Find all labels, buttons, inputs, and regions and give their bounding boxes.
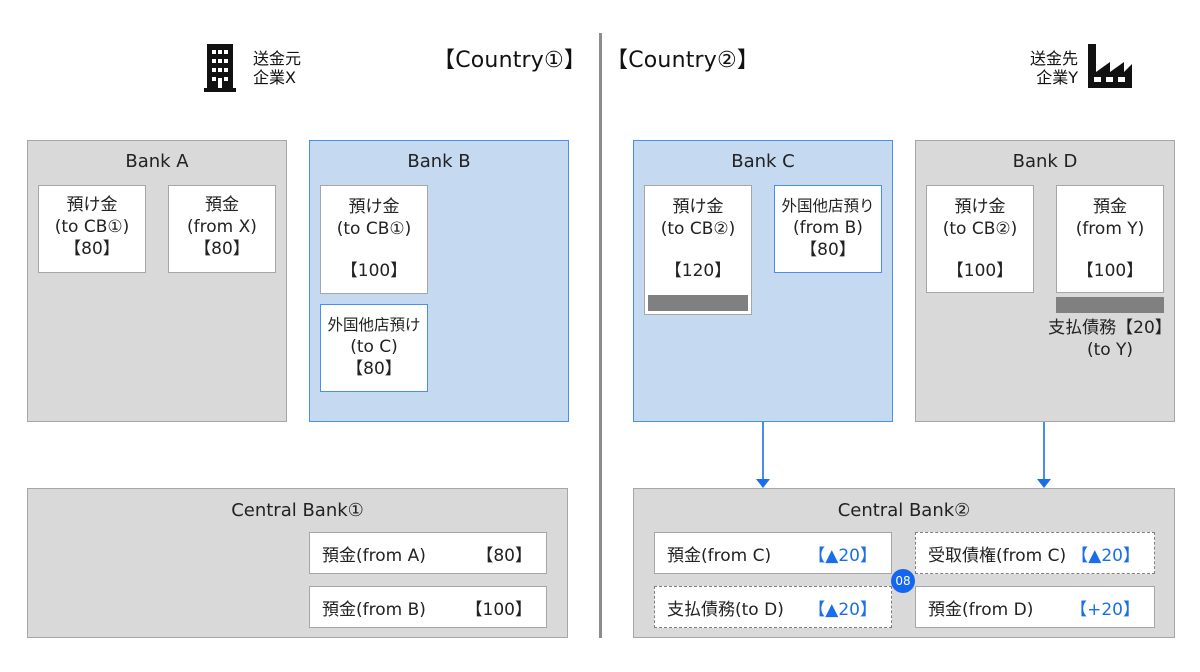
account-counterparty: (to CB②) (942, 219, 1018, 239)
cb2-row-payable-d: 支払債務(to D) 【▲20】 (654, 586, 892, 628)
account-counterparty: (to CB①) (336, 219, 412, 239)
bank-a-title: Bank A (125, 151, 189, 172)
central-bank-1-title: Central Bank① (231, 500, 364, 521)
bank-d-account-deposit-y: 預金 (from Y) 【100】 (1056, 185, 1164, 293)
receiver-name: 企業Y (1036, 68, 1078, 87)
account-amount: 【80】 (64, 239, 120, 259)
row-label: 預金(from B) (322, 599, 426, 620)
bank-c: Bank C 預け金 (to CB②) 【120】 外国他店預り (from B… (633, 140, 893, 422)
reduction-bar (648, 295, 748, 311)
bank-d-account-due-cb2: 預け金 (to CB②) 【100】 (926, 185, 1034, 293)
row-label: 預金(from D) (928, 599, 1034, 620)
bank-d-title: Bank D (1012, 151, 1078, 172)
liability-counterparty: (to Y) (1086, 340, 1134, 360)
account-label: 外国他店預け (327, 316, 421, 334)
cb2-row-receivable-c: 受取債権(from C) 【▲20】 (915, 532, 1155, 574)
central-bank-1: Central Bank① 預金(from A) 【80】 預金(from B)… (27, 488, 568, 638)
bank-b-title: Bank B (407, 151, 471, 172)
cb2-row-deposit-d: 預金(from D) 【+20】 (915, 586, 1155, 628)
arrow-bank-d-to-cb2 (1037, 422, 1051, 488)
receiver-role: 送金先 (1029, 49, 1078, 68)
account-amount: 【100】 (1076, 261, 1144, 281)
account-counterparty: (to C) (350, 337, 398, 357)
bank-b-account-due-cb1: 預け金 (to CB①) 【100】 (320, 185, 428, 294)
account-amount: 【120】 (664, 261, 732, 281)
bank-a-account-deposit-x: 預金 (from X) 【80】 (168, 185, 276, 273)
sender-name: 企業X (253, 68, 296, 87)
cb2-row-deposit-c: 預金(from C) 【▲20】 (654, 532, 892, 574)
step-badge: 08 (891, 569, 915, 593)
row-amount: 【▲20】 (808, 599, 877, 620)
sender-company-label: 送金元 企業X (253, 49, 301, 87)
row-label: 預金(from C) (667, 545, 772, 566)
liability-label: 支払債務【20】 (1048, 318, 1172, 338)
row-amount: 【+20】 (1070, 599, 1140, 620)
bank-a: Bank A 預け金 (to CB①) 【80】 預金 (from X) 【80… (27, 140, 287, 422)
bank-b: Bank B 預け金 (to CB①) 【100】 外国他店預け (to C) … (309, 140, 569, 422)
account-amount: 【80】 (194, 239, 250, 259)
account-label: 預け金 (348, 197, 400, 217)
bank-c-account-vostro-b: 外国他店預り (from B) 【80】 (774, 185, 882, 273)
central-bank-2-title: Central Bank② (837, 500, 971, 521)
bank-a-account-due-cb1: 預け金 (to CB①) 【80】 (38, 185, 146, 273)
account-label: 預け金 (672, 197, 724, 217)
account-amount: 【80】 (800, 240, 856, 260)
bank-c-account-due-cb2: 預け金 (to CB②) 【120】 (644, 185, 752, 315)
account-label: 預金 (205, 195, 239, 215)
cb1-row-deposit-a: 預金(from A) 【80】 (309, 532, 547, 574)
sender-role: 送金元 (253, 49, 302, 68)
row-amount: 【80】 (476, 545, 532, 566)
central-bank-2: Central Bank② 預金(from C) 【▲20】 受取債権(from… (633, 488, 1175, 638)
country-divider (599, 33, 602, 638)
bank-c-title: Bank C (731, 151, 795, 172)
bank-b-account-nostro-c: 外国他店預け (to C) 【80】 (320, 304, 428, 392)
factory-icon (1086, 42, 1134, 90)
account-label: 預け金 (66, 195, 118, 215)
account-amount: 【100】 (340, 261, 408, 281)
row-label: 受取債権(from C) (928, 545, 1067, 566)
row-label: 支払債務(to D) (667, 599, 784, 620)
row-amount: 【▲20】 (1071, 545, 1140, 566)
receiver-company-label: 送金先 企業Y (1018, 49, 1078, 87)
account-amount: 【100】 (946, 261, 1014, 281)
account-counterparty: (to CB②) (660, 219, 736, 239)
account-amount: 【80】 (346, 359, 402, 379)
row-amount: 【▲20】 (808, 545, 877, 566)
arrow-bank-c-to-cb2 (756, 422, 770, 488)
reduction-bar (1056, 297, 1164, 313)
account-counterparty: (from Y) (1075, 219, 1145, 239)
account-counterparty: (from B) (793, 218, 863, 238)
country-1-label: 【Country①】 (433, 48, 587, 73)
bank-d: Bank D 預け金 (to CB②) 【100】 預金 (from Y) 【1… (915, 140, 1175, 422)
account-label: 外国他店預り (781, 197, 875, 215)
row-amount: 【100】 (465, 599, 532, 620)
account-counterparty: (to CB①) (54, 217, 130, 237)
country-2-label: 【Country②】 (606, 48, 760, 73)
row-label: 預金(from A) (322, 545, 426, 566)
bank-d-liability: 支払債務【20】 (to Y) (1046, 317, 1174, 361)
account-counterparty: (from X) (187, 217, 257, 237)
cb1-row-deposit-b: 預金(from B) 【100】 (309, 586, 547, 628)
account-label: 預け金 (954, 197, 1006, 217)
account-label: 預金 (1093, 197, 1127, 217)
office-building-icon (204, 44, 236, 92)
